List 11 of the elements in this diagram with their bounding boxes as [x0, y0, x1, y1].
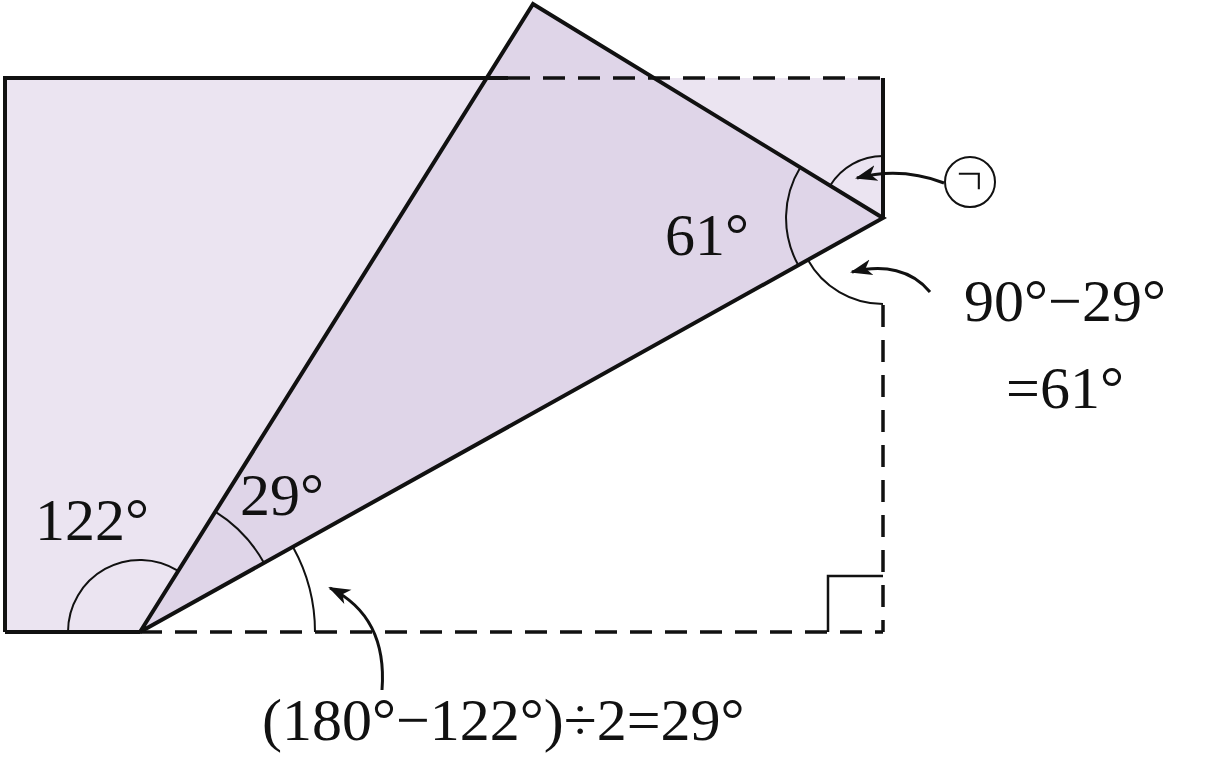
circled-label: ㄱ [944, 156, 996, 208]
angle-arc [806, 258, 884, 305]
angle-arc [829, 155, 884, 187]
leader-arrow [328, 586, 384, 691]
angle-arc [292, 546, 316, 633]
formula-text: 90°−29° =61° [930, 258, 1200, 432]
angle-label: 29° [240, 465, 324, 525]
angle-label: 61° [665, 205, 749, 265]
leader-arrow [850, 259, 932, 293]
angle-label: 122° [35, 490, 149, 550]
leader-arrow [855, 165, 945, 185]
